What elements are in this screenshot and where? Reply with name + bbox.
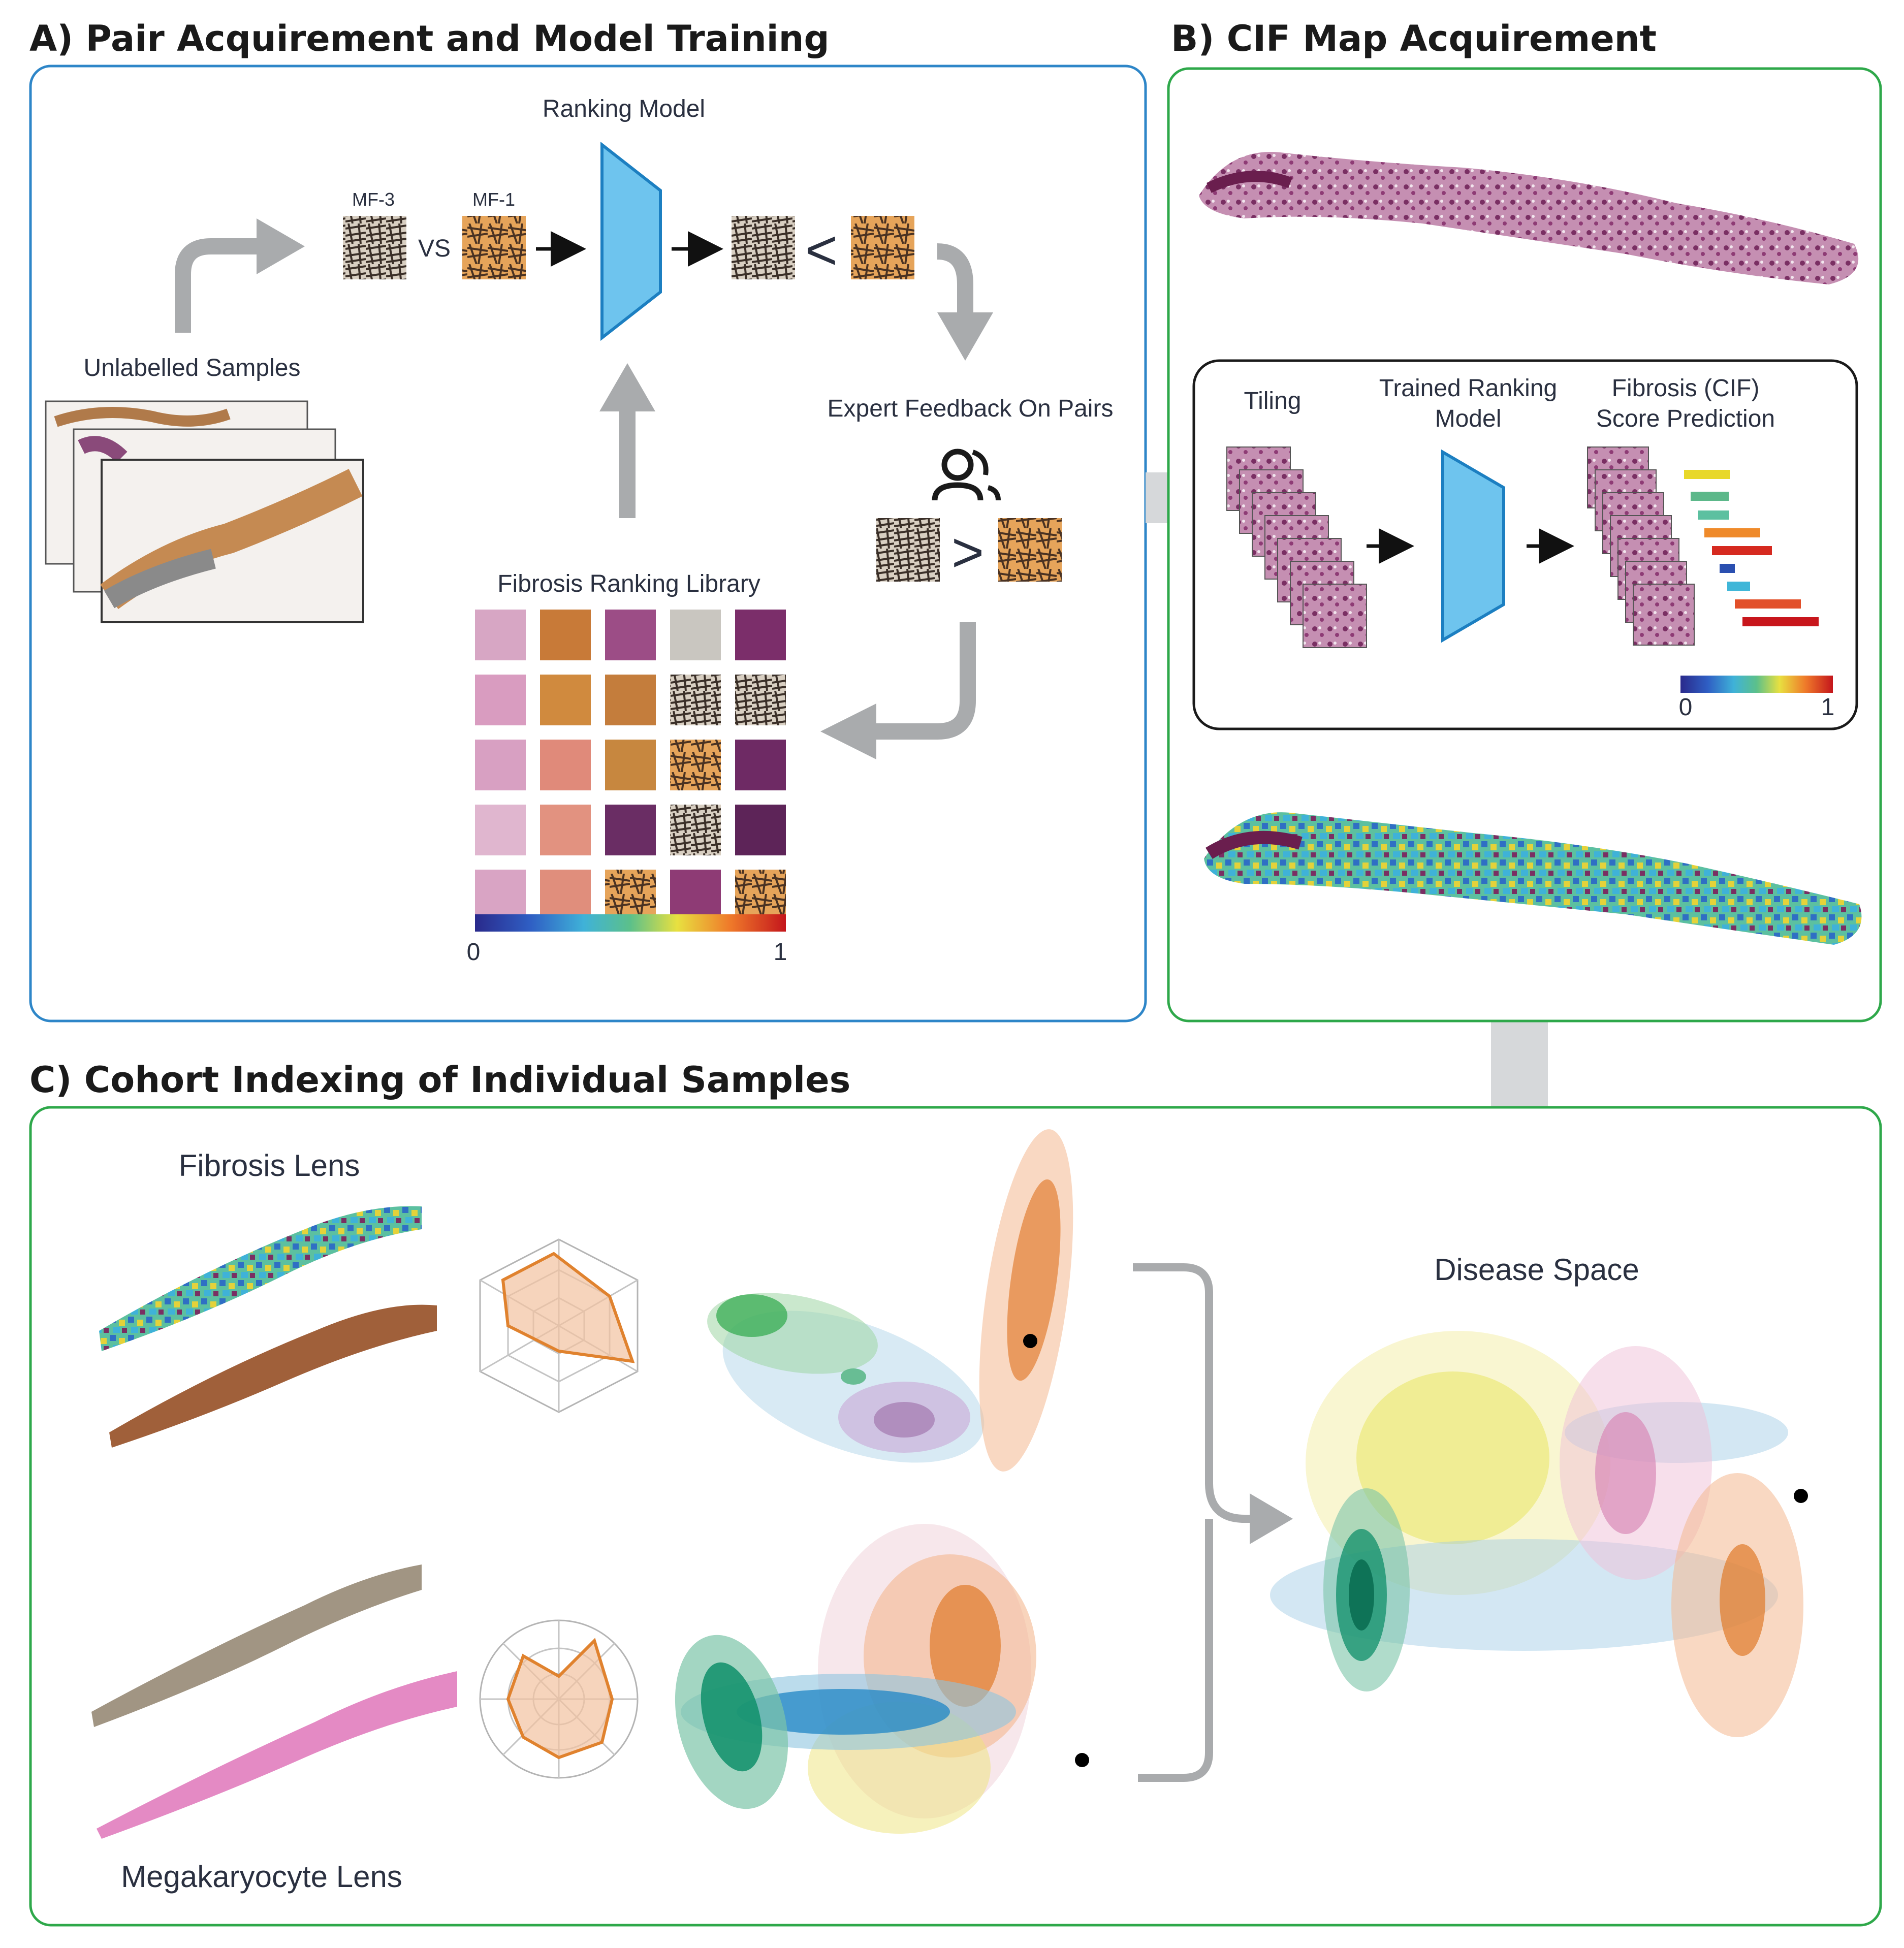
ranking-model-label: Ranking Model [543,95,705,122]
gray-arrow-up-right [175,238,264,333]
trained-ranking-label-1: Trained Ranking [1379,375,1557,402]
megakaryocyte-radar-chart [479,1619,639,1779]
trained-model-trapezoid [1441,449,1505,643]
panel-c-frame [29,1106,1882,1927]
library-scale-min: 0 [467,939,481,966]
library-scale-max: 1 [774,939,787,966]
fibrosis-lens-label: Fibrosis Lens [179,1148,360,1183]
tile-stack-input [1226,446,1367,648]
fibrosis-lens-slides [99,1206,437,1448]
fibrosis-density-plot [707,1129,1073,1472]
panel-b-frame [1167,67,1882,1023]
tile-ranked-high [851,216,914,279]
ranking-model-trapezoid [600,141,662,341]
expert-users-icon [932,449,1001,501]
fibrosis-radar-chart [479,1238,639,1413]
unlabelled-samples-label: Unlabelled Samples [84,355,301,381]
cif-scale-max: 1 [1821,694,1835,721]
fibrosis-score-label-2: Score Prediction [1596,405,1775,432]
panel-a-frame [29,65,1147,1023]
gray-bracket-arrowhead [1250,1493,1293,1544]
panel-a-title: A) Pair Acquirement and Model Training [29,18,830,59]
megakaryocyte-lens-label: Megakaryocyte Lens [121,1860,402,1894]
tile-feedback-a [876,518,940,582]
connector-a-b [1146,472,1168,523]
cif-scale-min: 0 [1679,694,1693,721]
gray-arrowhead-left [820,704,876,759]
cif-inner-box [1192,359,1858,730]
megakaryocyte-lens-slides [91,1564,457,1839]
library-label: Fibrosis Ranking Library [497,570,760,597]
gray-arrow-to-library [869,622,976,740]
wsi-heatmap [1204,812,1862,945]
score-bars [1684,470,1819,626]
disease-space-label: Disease Space [1434,1253,1639,1287]
gray-arrowhead-up [599,363,655,411]
wsi-top [1199,152,1859,284]
gray-bracket [1133,1263,1255,1782]
cif-colorbar [1680,676,1833,693]
tile-ranked-low [732,216,795,279]
megakaryocyte-density-plot [675,1524,1089,1834]
panel-b-title: B) CIF Map Acquirement [1171,18,1657,59]
library-colorbar [475,914,786,932]
library-grid [475,610,786,920]
gray-arrowhead-right [257,218,305,274]
trained-ranking-label-2: Model [1435,405,1502,432]
unlabelled-slides [45,400,364,623]
expert-feedback-label: Expert Feedback On Pairs [828,395,1114,422]
panel-c-title: C) Cohort Indexing of Individual Samples [29,1059,850,1101]
gray-arrow-down [937,243,973,317]
tile-mf3 [343,216,406,279]
vs-label: VS [418,235,451,262]
less-than-sign: < [805,219,838,281]
gray-arrowhead-down [937,312,993,361]
connector-b-c [1491,1021,1548,1107]
disease-space-plot [1270,1331,1808,1737]
tile-mf1 [462,216,526,279]
fibrosis-score-label-1: Fibrosis (CIF) [1612,375,1760,402]
tiling-label: Tiling [1244,388,1302,414]
mf1-label: MF-1 [472,189,515,210]
greater-than-sign: > [951,521,984,584]
tile-feedback-b [998,518,1062,582]
tile-stack-output [1587,446,1695,646]
mf3-label: MF-3 [352,189,395,210]
